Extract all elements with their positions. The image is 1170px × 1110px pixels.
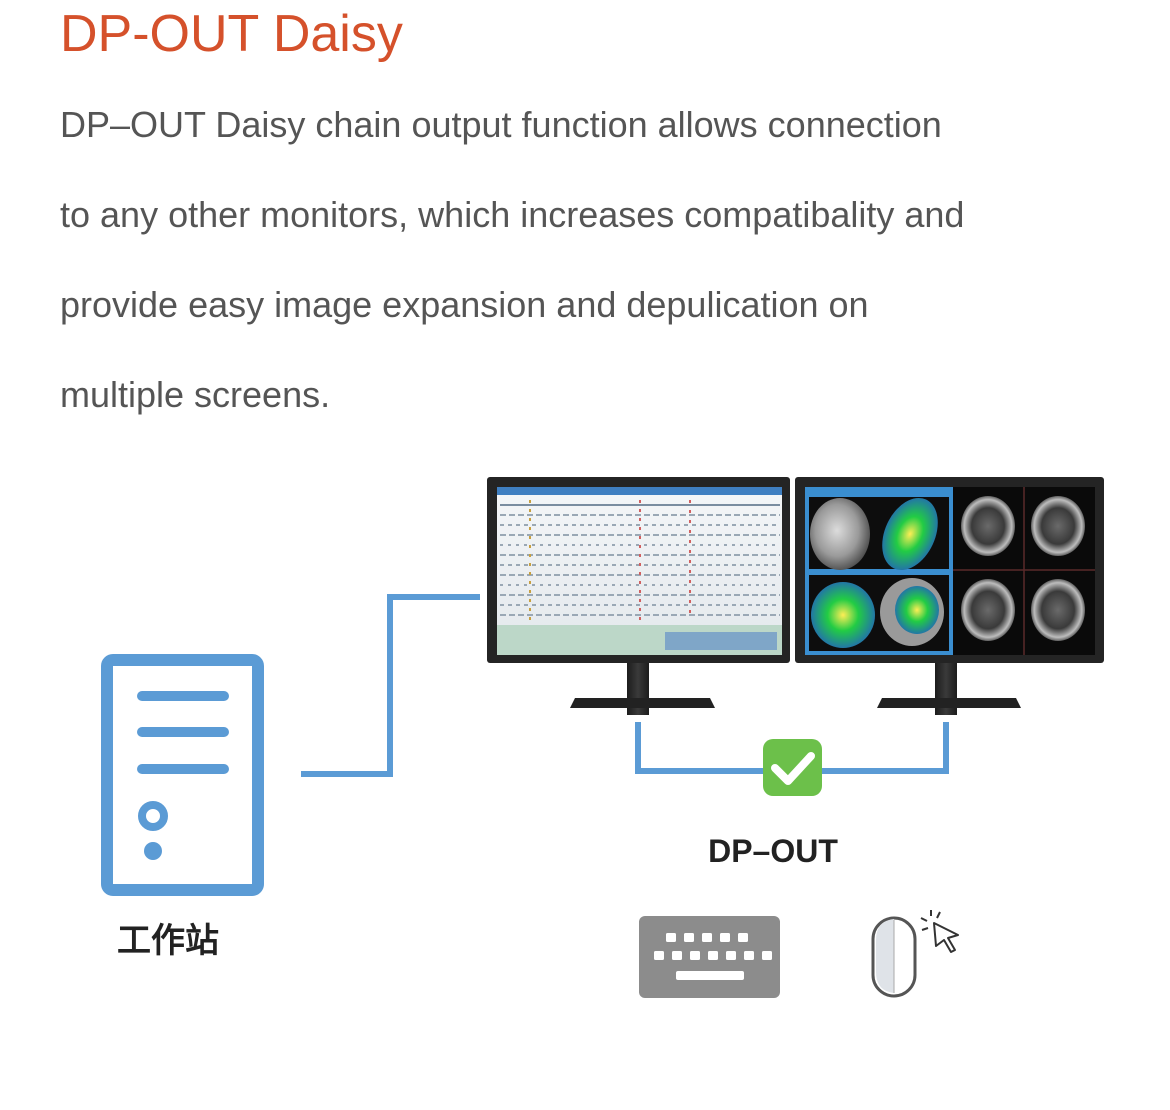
description-line: to any other monitors, which increases c… — [60, 194, 965, 235]
mouse-icon — [871, 916, 917, 998]
description-line: multiple screens. — [60, 374, 331, 415]
dp-out-label: DP–OUT — [708, 833, 838, 869]
description: DP–OUT Daisy chain output function allow… — [60, 80, 1150, 440]
description-line: DP–OUT Daisy chain output function allow… — [60, 104, 942, 145]
dp-out-diagram: 工作站 — [101, 477, 1104, 998]
keyboard-icon — [639, 916, 780, 998]
cursor-click-icon — [920, 910, 959, 953]
monitor-icon — [795, 477, 1104, 715]
monitor-icon — [487, 477, 790, 715]
page-title: DP-OUT Daisy — [60, 5, 403, 63]
check-icon — [763, 739, 822, 796]
workstation-label: 工作站 — [117, 922, 219, 960]
spreadsheet-lines — [500, 500, 780, 620]
workstation-icon — [101, 654, 264, 896]
connection-line-workstation — [301, 594, 480, 777]
description-line: provide easy image expansion and depulic… — [60, 284, 869, 325]
